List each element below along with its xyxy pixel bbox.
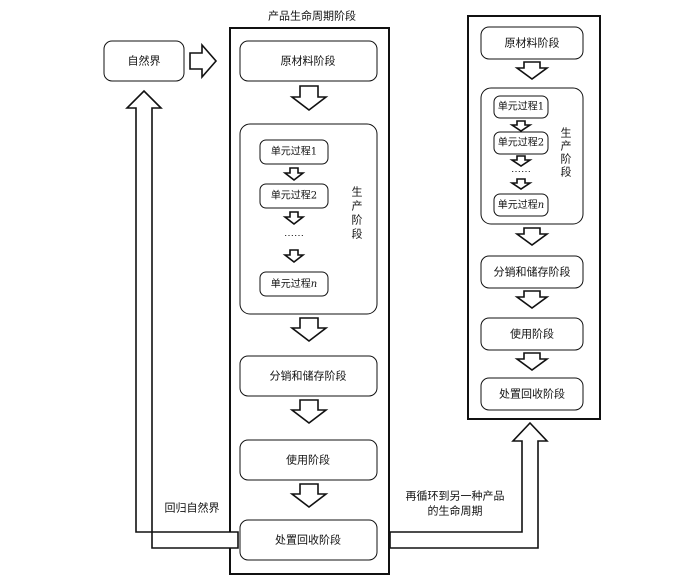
nature-to-raw-arrow	[189, 42, 218, 80]
lifecycle-title: 产品生命周期阶段	[268, 9, 356, 23]
left-raw-material-label: 原材料阶段	[281, 54, 336, 68]
left-production-char-4: 段	[352, 227, 363, 241]
left-down-arrow-3	[289, 399, 329, 425]
right-unit-process-n-label: 单元过程n	[498, 198, 544, 211]
left-unit-process-1	[259, 139, 329, 165]
right-down-arrow-4	[514, 352, 550, 371]
left-unit-process-2	[259, 183, 329, 209]
recycle-arrow	[389, 421, 549, 549]
left-distribution-label: 分销和储存阶段	[270, 369, 347, 383]
right-unit-process-n	[493, 193, 549, 217]
right-production-stage	[480, 87, 584, 225]
left-production-char-2: 产	[352, 199, 363, 213]
return-to-nature-label: 回归自然界	[165, 501, 220, 515]
left-small-arrow-1	[282, 167, 306, 182]
left-down-arrow-2	[289, 317, 329, 343]
right-use-stage	[480, 317, 584, 351]
right-distribution-label: 分销和储存阶段	[494, 265, 571, 279]
nature-label: 自然界	[128, 54, 161, 68]
nature-box	[103, 40, 185, 82]
right-disposal-label: 处置回收阶段	[499, 387, 565, 401]
left-unit-process-n-label: 单元过程n	[271, 277, 317, 290]
right-production-char-2: 产	[561, 139, 572, 153]
left-small-arrow-3	[282, 249, 306, 264]
right-down-arrow-1	[514, 61, 550, 80]
right-raw-material-label: 原材料阶段	[505, 36, 560, 50]
right-raw-material-stage	[480, 26, 584, 60]
left-distribution-stage	[239, 355, 378, 397]
left-disposal-stage	[239, 519, 378, 561]
left-production-char-3: 阶	[352, 213, 363, 227]
right-small-arrow-1	[509, 120, 533, 132]
right-unit-process-2-label: 单元过程2	[498, 136, 544, 149]
right-use-label: 使用阶段	[510, 327, 554, 341]
left-production-char-1: 生	[352, 185, 363, 199]
left-use-stage	[239, 439, 378, 481]
right-down-arrow-3	[514, 290, 550, 309]
return-to-nature-arrow	[125, 89, 239, 549]
left-lifecycle-frame	[229, 27, 390, 575]
right-disposal-stage	[480, 377, 584, 411]
left-down-arrow-1	[289, 85, 329, 112]
left-production-stage	[239, 123, 378, 315]
right-unit-process-1-label: 单元过程1	[498, 100, 544, 113]
right-small-arrow-2	[509, 155, 533, 167]
left-down-arrow-4	[289, 483, 329, 509]
left-unit-process-n	[259, 271, 329, 297]
recycle-label-line-2: 的生命周期	[428, 504, 483, 518]
recycle-label-line-1: 再循环到另一种产品	[406, 489, 505, 503]
right-small-arrow-3	[509, 178, 533, 190]
left-raw-material-stage	[239, 40, 378, 82]
left-unit-process-1-label: 单元过程1	[271, 145, 317, 158]
right-production-char-1: 生	[561, 126, 572, 140]
right-production-char-3: 阶	[561, 152, 572, 166]
left-disposal-label: 处置回收阶段	[275, 533, 341, 547]
right-ellipsis: ⋯⋯	[511, 167, 531, 178]
right-distribution-stage	[480, 255, 584, 289]
left-use-label: 使用阶段	[286, 453, 330, 467]
right-down-arrow-2	[514, 227, 550, 246]
left-small-arrow-2	[282, 211, 306, 226]
left-unit-process-2-label: 单元过程2	[271, 189, 317, 202]
right-unit-process-1	[493, 95, 549, 119]
right-production-char-4: 段	[561, 165, 572, 179]
right-lifecycle-frame	[467, 15, 601, 420]
right-unit-process-2	[493, 131, 549, 155]
left-ellipsis: ⋯⋯	[284, 231, 304, 242]
